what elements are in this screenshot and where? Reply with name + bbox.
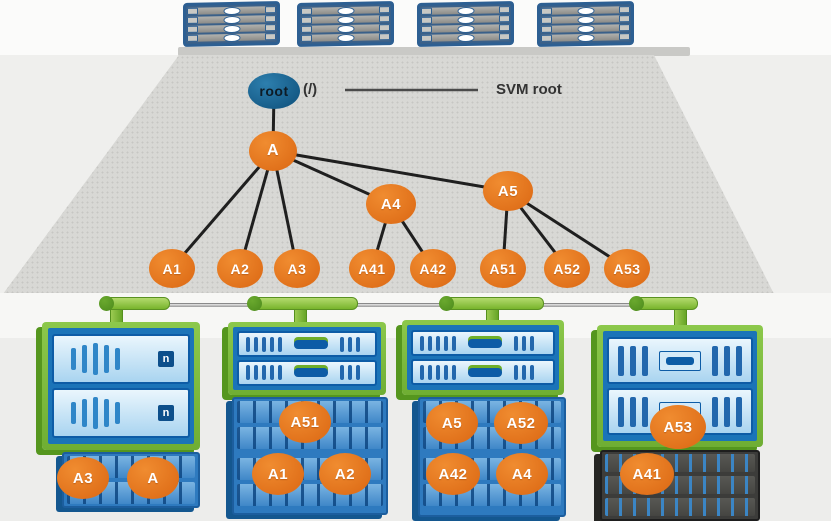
volume-badge-a4: A4 bbox=[496, 453, 548, 495]
tree-node-a4: A4 bbox=[366, 184, 416, 224]
rack-slot bbox=[421, 33, 510, 42]
cluster-interconnect-line bbox=[100, 303, 697, 307]
server-rack-icon bbox=[417, 0, 514, 48]
rack-slot bbox=[187, 24, 276, 33]
interconnect-bar bbox=[247, 296, 358, 311]
rack-slot bbox=[421, 6, 510, 15]
rack-slot bbox=[421, 24, 510, 33]
volume-badge-a52: A52 bbox=[494, 402, 548, 444]
volume-badge-a5: A5 bbox=[426, 402, 478, 444]
volume-badge-a2: A2 bbox=[319, 453, 371, 495]
interconnect-bar bbox=[629, 296, 698, 311]
tree-node-a1: A1 bbox=[149, 249, 195, 288]
root-path-label: (/) bbox=[303, 81, 318, 98]
tree-node-a: A bbox=[249, 131, 297, 171]
volume-badge-a53: A53 bbox=[650, 405, 706, 449]
rack-slot bbox=[421, 15, 510, 24]
volume-badge-a51: A51 bbox=[279, 401, 331, 443]
shelf-row bbox=[605, 498, 755, 516]
netapp-logo-icon: n bbox=[158, 351, 174, 367]
volume-badge-a1: A1 bbox=[252, 453, 304, 495]
rack-slot bbox=[301, 15, 390, 24]
volume-badge-a3: A3 bbox=[57, 457, 109, 499]
tree-node-a53: A53 bbox=[604, 249, 650, 288]
rack-slot bbox=[301, 6, 390, 15]
tree-node-a41: A41 bbox=[349, 249, 395, 288]
rack-slot bbox=[187, 6, 276, 15]
svm-root-label: SVM root bbox=[496, 81, 562, 98]
tree-node-a5: A5 bbox=[483, 171, 533, 211]
storage-controller-ha-pair: n n bbox=[42, 322, 200, 450]
interconnect-bar bbox=[439, 296, 544, 311]
rack-slot bbox=[541, 6, 630, 15]
server-rack-icon bbox=[537, 0, 634, 48]
rack-slot bbox=[301, 33, 390, 42]
volume-badge-a: A bbox=[127, 457, 179, 499]
rack-slot bbox=[541, 24, 630, 33]
interconnect-bar bbox=[99, 296, 170, 311]
rack-slot bbox=[541, 33, 630, 42]
tree-node-a42: A42 bbox=[410, 249, 456, 288]
storage-controller-pair bbox=[402, 320, 564, 395]
tree-node-a3: A3 bbox=[274, 249, 320, 288]
rack-slot bbox=[301, 24, 390, 33]
storage-controller-pair bbox=[228, 322, 386, 395]
rack-shadow bbox=[178, 47, 690, 56]
volume-badge-a42: A42 bbox=[426, 453, 480, 495]
tree-node-root: root bbox=[248, 73, 300, 109]
top-background bbox=[0, 0, 831, 55]
storage-controller-pair bbox=[597, 325, 763, 447]
volume-badge-a41: A41 bbox=[620, 453, 674, 495]
netapp-logo-icon: n bbox=[158, 405, 174, 421]
rack-slot bbox=[541, 15, 630, 24]
server-rack-icon bbox=[297, 0, 394, 48]
tree-node-a51: A51 bbox=[480, 249, 526, 288]
tree-node-a52: A52 bbox=[544, 249, 590, 288]
tree-node-a2: A2 bbox=[217, 249, 263, 288]
rack-slot bbox=[187, 15, 276, 24]
server-rack-icon bbox=[183, 0, 280, 48]
rack-slot bbox=[187, 33, 276, 42]
